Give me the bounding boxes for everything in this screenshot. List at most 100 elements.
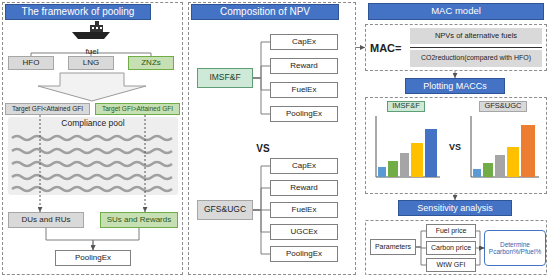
compliant-box: ZNZs	[128, 56, 174, 70]
panel-title: Composition of NPV	[220, 6, 310, 18]
pool-region: Compliance pool	[8, 117, 178, 195]
box-label: Sensitivity analysis	[417, 203, 493, 213]
cost-box: PoolingEx	[55, 250, 131, 266]
cost-box: PoolingEx	[270, 106, 338, 122]
compliant-box: Target GFI>Attained GFI	[95, 103, 180, 115]
macc-chart-right	[471, 116, 539, 177]
cost-box: WtW GFI	[426, 258, 476, 272]
box-label: PoolingEx	[286, 249, 322, 258]
box-label: Target GFI<Attained GFI	[12, 105, 83, 112]
cost-box: PoolingEx	[270, 246, 338, 262]
free-label: fuel	[78, 40, 106, 58]
cost-box: UGCEx	[270, 224, 338, 240]
chart-panel: GFS&UGC	[465, 100, 541, 182]
formula-denominator: CO2reduction(compared with HFO)	[410, 50, 542, 67]
vs-text: VS	[449, 142, 461, 152]
box-label: SUs and Rewards	[107, 215, 171, 224]
connector	[46, 228, 93, 250]
box-label: DUs and RUs	[22, 215, 71, 224]
box-label: WtW GFI	[437, 261, 466, 269]
box-label: Determine Pcarbon%/Pfuel%	[487, 241, 543, 256]
box-label: CapEx	[292, 37, 316, 46]
formula-box: MAC= NPVs of alternative fuelsCO2reductio…	[365, 24, 547, 71]
chart-title: IMSF&F	[387, 101, 425, 112]
comparison-box: VS IMSF&F GFS&UGC	[365, 97, 547, 194]
compliance-pool-water	[8, 117, 178, 195]
flow-arrow	[38, 73, 146, 101]
box-label: Reward	[290, 183, 318, 192]
cost-box: CapEx	[270, 158, 338, 174]
chart-panel: IMSF&F	[370, 100, 442, 182]
connector	[40, 115, 41, 212]
fuel-box: LNG	[68, 56, 114, 70]
cost-box: CapEx	[270, 34, 338, 50]
numerator-text: NPVs of alternative fuels	[435, 32, 517, 41]
fuel-label: fuel	[86, 47, 99, 56]
cost-box: Carbon price	[426, 241, 476, 255]
cost-box: Reward	[270, 180, 338, 196]
connector	[455, 71, 456, 78]
formula-lhs: MAC=	[370, 38, 401, 56]
box-label: PoolingEx	[286, 109, 322, 118]
connector	[145, 115, 146, 212]
denominator-text: CO2reduction(compared with HFO)	[421, 54, 531, 62]
box-label: PoolingEx	[75, 253, 111, 262]
box-label: IMSF&F	[209, 73, 240, 83]
connector	[476, 231, 484, 248]
cost-box: Fuel price	[426, 224, 476, 238]
box-label: GFS&UGC	[204, 205, 246, 215]
compliant-box: SUs and Rewards	[100, 212, 178, 228]
box-label: HFO	[23, 58, 40, 67]
sensitivity-frame	[366, 221, 547, 275]
box-label: Reward	[290, 61, 318, 70]
connector	[253, 166, 270, 210]
cost-box: FuelEx	[270, 202, 338, 218]
section-header: Sensitivity analysis	[398, 200, 512, 216]
fuel-box: HFO	[8, 56, 54, 70]
box-label: Carbon price	[431, 244, 471, 252]
box-label: Parameters	[375, 243, 411, 251]
fraction-bar	[410, 47, 542, 48]
box-label: UGCEx	[290, 227, 317, 236]
connector	[253, 210, 270, 254]
connector	[93, 228, 139, 250]
box-label: Plotting MACCs	[423, 81, 487, 91]
panel-header: The framework of pooling	[5, 4, 151, 20]
box-label: ZNZs	[141, 58, 161, 67]
fuel-box: GFS&UGC	[197, 200, 253, 220]
fuel-box: DUs and RUs	[8, 212, 84, 228]
section-panel: The framework of poolingHFO LNG ZNZsTarget…	[2, 2, 183, 275]
box-label: MAC model	[431, 6, 481, 17]
section-header: Plotting MACCs	[405, 78, 505, 94]
box-label: Target GFI>Attained GFI	[102, 105, 173, 112]
fuel-box: Target GFI<Attained GFI	[5, 103, 90, 115]
connector	[253, 42, 270, 78]
box-label: FuelEx	[292, 205, 317, 214]
box-label: LNG	[83, 58, 99, 67]
pool-label: Compliance pool	[61, 119, 124, 129]
formula-lhs-text: MAC=	[370, 42, 401, 54]
ship-icon	[72, 21, 110, 39]
section-panel: Composition of NPVIMSF&FCapExRewardFuelE…	[188, 2, 356, 275]
panel-title: The framework of pooling	[22, 6, 135, 18]
formula-numerator: NPVs of alternative fuels	[410, 28, 542, 44]
box-label: CapEx	[292, 161, 316, 170]
connector	[253, 66, 270, 78]
chart-title: GFS&UGC	[479, 101, 526, 112]
macc-chart-left	[376, 116, 440, 177]
box-label: FuelEx	[292, 85, 317, 94]
panel-header: Composition of NPV	[191, 4, 339, 20]
result-box: Determine Pcarbon%/Pfuel%	[484, 230, 546, 266]
box-label: Fuel price	[436, 227, 467, 235]
connector	[253, 78, 270, 114]
connector	[416, 247, 426, 265]
cost-box: Reward	[270, 58, 338, 74]
connector	[356, 47, 365, 48]
vs-label: VS	[256, 143, 269, 154]
vs-mark: VS	[444, 136, 466, 154]
free-label: VS	[247, 138, 279, 156]
connector	[476, 248, 484, 265]
connector	[253, 188, 270, 210]
cost-box: FuelEx	[270, 82, 338, 98]
